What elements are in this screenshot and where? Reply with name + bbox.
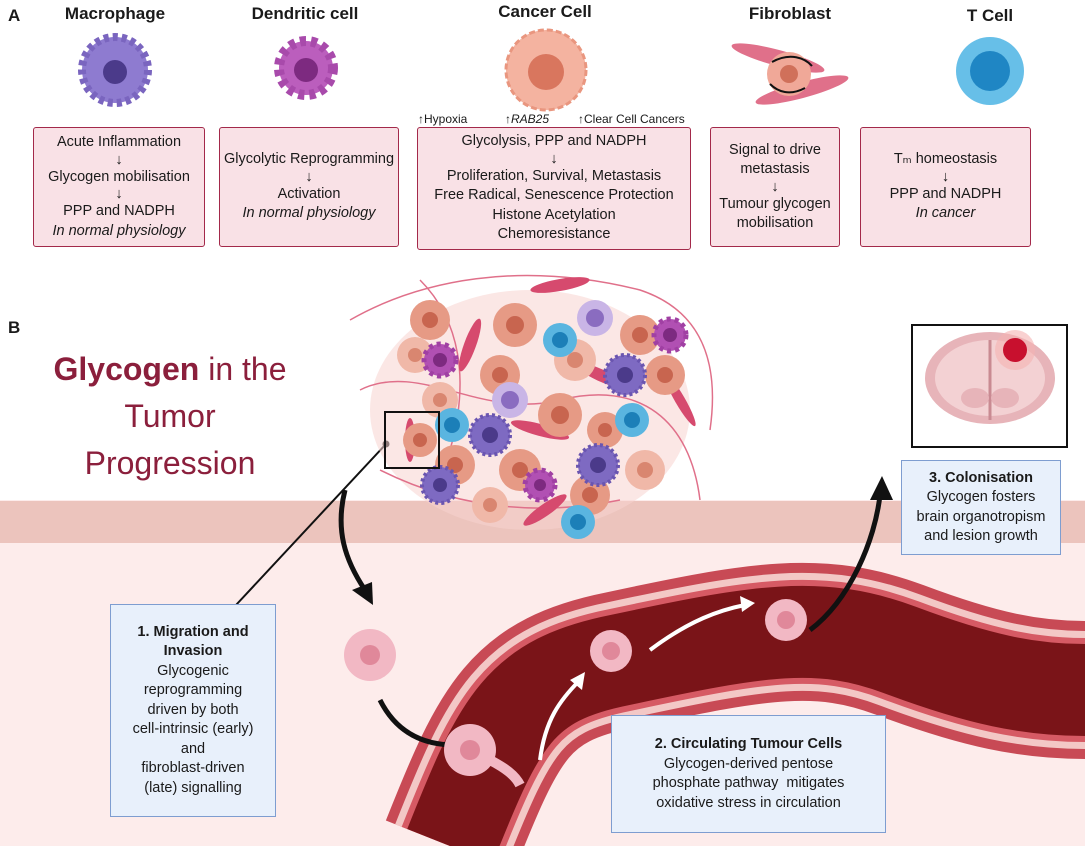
cancer-cell-icon	[504, 28, 588, 112]
dendritic-cell-title: Dendritic cell	[251, 4, 359, 23]
step1-line: and	[180, 740, 206, 757]
box-line: PPP and NADPH	[889, 185, 1002, 202]
box-line: mobilisation	[736, 215, 814, 231]
box-note: In cancer	[915, 205, 976, 222]
blood-vessel	[385, 562, 1085, 846]
box-line: Histone Acetylation	[492, 206, 616, 223]
down-arrow: ↓	[941, 168, 950, 185]
fibroblast-title: Fibroblast	[748, 4, 832, 23]
panel-a-label: A	[8, 6, 21, 25]
step1-line: driven by both	[147, 701, 239, 718]
step3-line: Glycogen fosters	[926, 489, 1036, 505]
step1-line: cell-intrinsic (early)	[132, 721, 254, 738]
hypoxia-annotation: ↑Hypoxia	[418, 112, 468, 126]
step3-line: brain organotropism	[916, 508, 1046, 525]
title-line-1: Glycogen in the	[20, 346, 320, 393]
panel-b-title: Glycogen in the Tumor Progression	[20, 346, 320, 487]
macrophage-title: Macrophage	[64, 4, 166, 23]
box-line: Tumour glycogen	[719, 195, 831, 212]
clear-cell-annotation: ↑Clear Cell Cancers	[578, 112, 685, 126]
brain-illustration	[925, 330, 1055, 424]
panel-b-label: B	[8, 318, 21, 337]
step1-line: Glycogenic	[157, 662, 229, 679]
box-line: Glycolytic Reprogramming	[223, 151, 395, 168]
step3-box: 3. Colonisation Glycogen fosters brain o…	[901, 460, 1061, 555]
step2-line: Glycogen-derived pentose	[663, 755, 834, 772]
box-line: Activation	[277, 185, 341, 202]
migration-arrow	[338, 489, 368, 592]
box-note: In normal physiology	[52, 222, 186, 239]
macrophage-box: Acute Inflammation ↓ Glycogen mobilisati…	[33, 127, 205, 247]
fibroblast-icon	[731, 43, 849, 105]
step1-line: reprogramming	[143, 682, 243, 699]
migrating-cells	[344, 599, 807, 788]
fibroblast-box: Signal to drive metastasis ↓ Tumour glyc…	[710, 127, 840, 247]
flow-arrowhead-2	[740, 596, 755, 612]
step2-line: oxidative stress in circulation	[656, 794, 841, 811]
step3-line: and lesion growth	[924, 528, 1038, 544]
t-cell-box: Tₘ homeostasis ↓ PPP and NADPH In cancer	[860, 127, 1031, 247]
step2-box: 2. Circulating Tumour Cells Glycogen-der…	[611, 715, 886, 833]
step2-line: phosphate pathway mitigates	[652, 775, 845, 791]
box-line: Chemoresistance	[497, 226, 611, 243]
box-line: Proliferation, Survival, Metastasis	[446, 167, 662, 184]
dendritic-cell-icon	[274, 36, 338, 100]
flow-arrow-2	[648, 603, 746, 652]
step1-line: (late) signalling	[144, 779, 242, 796]
cancer-cell-title: Cancer Cell	[498, 2, 592, 21]
box-line: Signal to drive	[729, 141, 821, 158]
t-cell-icon	[956, 37, 1024, 105]
box-line: Glycogen mobilisation	[48, 168, 190, 185]
title-line-3: Progression	[84, 445, 256, 481]
rab25-annotation: ↑RAB25	[505, 112, 550, 126]
step1-line: fibroblast-driven	[141, 760, 245, 777]
step1-box: 1. Migration and Invasion Glycogenic rep…	[110, 604, 276, 817]
step3-title: 3. Colonisation	[929, 469, 1033, 486]
inset-connector	[235, 443, 387, 606]
title-line-2: Tumor	[124, 398, 216, 434]
flow-arrow-1	[538, 678, 582, 761]
down-arrow: ↓	[550, 150, 558, 167]
cancer-cell-box: Glycolysis, PPP and NADPH ↓ Proliferatio…	[417, 127, 691, 250]
box-line: Glycolysis, PPP and NADPH	[461, 133, 647, 150]
box-note: In normal physiology	[242, 205, 376, 222]
tumor-mass	[349, 274, 714, 539]
step1-title-2: Invasion	[163, 643, 223, 660]
down-arrow: ↓	[305, 168, 313, 185]
macrophage-icon	[78, 33, 152, 107]
t-cell-title: T Cell	[966, 6, 1014, 25]
title-bold-word: Glycogen	[53, 351, 200, 387]
down-arrow: ↓	[115, 186, 123, 202]
title-rest: in the	[199, 351, 287, 387]
down-arrow: ↓	[115, 151, 123, 168]
box-line: Tₘ homeostasis	[893, 151, 998, 168]
flow-arrowhead-1	[570, 672, 585, 690]
down-arrow: ↓	[771, 178, 779, 195]
step2-title: 2. Circulating Tumour Cells	[654, 736, 843, 752]
dendritic-cell-box: Glycolytic Reprogramming ↓ Activation In…	[219, 127, 399, 247]
box-line: PPP and NADPH	[63, 203, 175, 219]
box-line: Acute Inflammation	[56, 134, 182, 150]
box-line: metastasis	[740, 161, 810, 177]
box-line: Free Radical, Senescence Protection	[434, 187, 674, 204]
tumor-inset-square	[384, 411, 440, 469]
step1-title: 1. Migration and	[137, 623, 249, 640]
colonisation-arrow	[808, 494, 883, 632]
